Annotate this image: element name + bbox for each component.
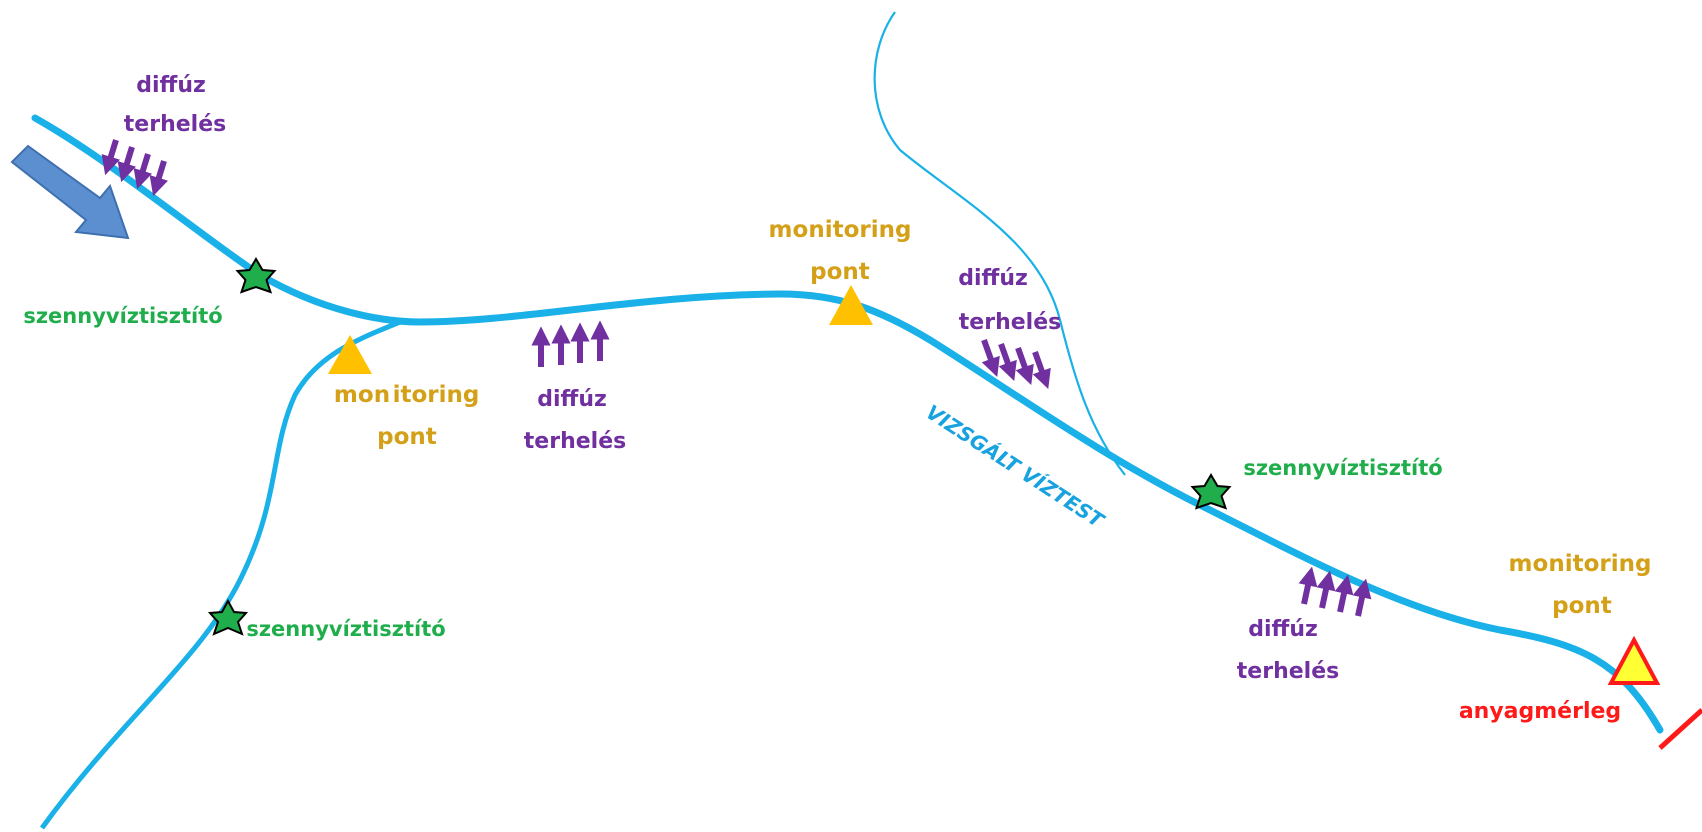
treatment-plant-label-3: szennyvíztisztító <box>1243 456 1442 480</box>
treatment-plant-star-icon <box>1190 473 1232 510</box>
left-tributary <box>39 317 406 830</box>
monitoring-label-3-line2: pont <box>1552 593 1612 619</box>
diffuse-label-3-line1: diffúz <box>958 266 1028 291</box>
monitoring-triangle-icon <box>829 285 873 325</box>
diffuse-arrows-1 <box>101 139 168 197</box>
treatment-plant-star-icon <box>235 257 277 294</box>
treatment-plant-label-1: szennyvíztisztító <box>23 304 222 328</box>
treatment-plant-label-2: szennyvíztisztító <box>246 617 445 641</box>
diffuse-label-4-line1: diffúz <box>1248 617 1318 642</box>
diffuse-label-3-line2: terhelés <box>959 310 1061 335</box>
monitoring-label-2-line1: monitoring <box>769 217 912 243</box>
treatment-plant-star-icon <box>207 598 249 636</box>
diffuse-arrows-4 <box>1298 566 1372 617</box>
diffuse-label-4-line2: terhelés <box>1237 659 1339 684</box>
monitoring-label-1-line2: pont <box>377 424 437 450</box>
monitoring-label-1-part-a: mon <box>334 382 390 408</box>
monitoring-label-2-line2: pont <box>810 259 870 285</box>
mass-balance-bar <box>1658 708 1702 750</box>
diffuse-label-1-line1: diffúz <box>136 73 206 98</box>
mass-balance-label: anyagmérleg <box>1459 699 1621 724</box>
diffuse-arrows-2 <box>531 320 610 367</box>
monitoring-label-1-part-b: itoring <box>393 382 480 408</box>
diffuse-label-2-line1: diffúz <box>537 387 607 412</box>
mass-balance-warning-triangle-icon <box>1607 635 1661 685</box>
main-river <box>31 114 1664 734</box>
diffuse-label-1-line2: terhelés <box>124 112 226 137</box>
diffuse-arrows-3 <box>981 338 1051 390</box>
monitoring-label-3-line1: monitoring <box>1509 551 1652 577</box>
studied-water-body-label: VIZSGÁLT VÍZTEST <box>922 400 1109 533</box>
thin-tributary <box>873 11 1126 476</box>
diffuse-label-2-line2: terhelés <box>524 429 626 454</box>
inflow-arrow-icon <box>10 144 130 240</box>
monitoring-triangle-icon <box>328 335 372 374</box>
